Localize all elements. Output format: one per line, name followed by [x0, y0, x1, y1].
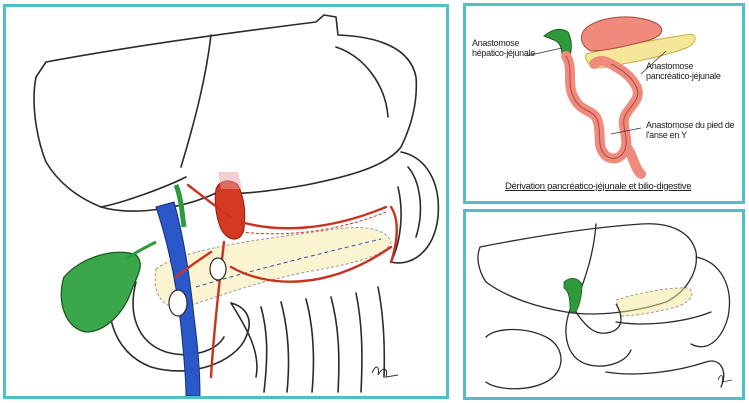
liver-fissure: [181, 35, 211, 167]
ring-structure-2: [210, 258, 226, 280]
signature-mark: [718, 376, 732, 382]
liver-right-edge: [336, 47, 388, 117]
pancreas: [616, 288, 692, 316]
anatomy-illustration-panel: [3, 4, 449, 399]
mesentery-fold-6: [378, 287, 384, 377]
jejunum-limb: [626, 146, 641, 174]
mesentery-fold-3: [306, 299, 314, 392]
mesentery-fold-4: [331, 297, 339, 392]
mesentery-fold-2: [281, 302, 289, 392]
aorta-shadow: [218, 172, 242, 189]
overview-drawing: [466, 212, 742, 397]
stomach-outline: [691, 257, 729, 347]
bile-duct: [564, 278, 582, 312]
bowel-loop-1: [486, 330, 561, 389]
label-pied-anse: Anastomose du pied de l'anse en Y: [646, 120, 738, 140]
stomach-outline: [391, 152, 438, 263]
cystic-duct: [126, 242, 156, 259]
derivation-diagram-panel: Anastomose hépatico-jéjunale Anastomose …: [463, 3, 745, 204]
stomach-inner: [408, 167, 420, 237]
figure-caption: Dérivation pancréatico-jéjunale et bilio…: [505, 181, 691, 192]
anatomy-drawing: [6, 7, 446, 396]
label-hepatico-jejunale: Anastomose hépatico-jéjunale: [472, 38, 542, 58]
derivation-drawing: [466, 6, 742, 201]
bowel-loop-2: [606, 361, 724, 387]
jejunal-limb: [576, 304, 621, 333]
mesentery-fold-5: [356, 293, 362, 392]
mesentery-fold-1: [261, 307, 267, 392]
overview-sketch-panel: [463, 209, 745, 400]
gallbladder: [61, 252, 140, 332]
right-artery: [391, 207, 397, 262]
ring-structure-1: [169, 290, 187, 316]
splenic-artery: [241, 207, 386, 228]
label-pancreatico-jejunale: Anastomose pancréatico-jéjunale: [646, 61, 738, 81]
